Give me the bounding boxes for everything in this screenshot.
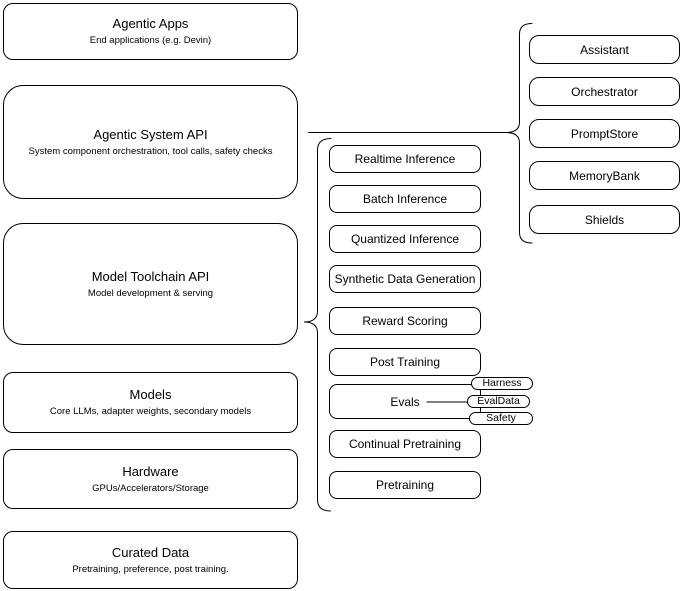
node-orchestrator: Orchestrator <box>529 77 680 106</box>
node-title: Model Toolchain API <box>91 268 210 284</box>
node-curated-data: Curated Data Pretraining, preference, po… <box>3 531 298 589</box>
node-title: Agentic Apps <box>112 16 189 31</box>
node-batch-inference: Batch Inference <box>329 185 481 213</box>
node-subtitle: Core LLMs, adapter weights, secondary mo… <box>49 406 252 417</box>
node-promptstore: PromptStore <box>529 119 680 148</box>
node-title: Agentic System API <box>93 126 208 142</box>
node-title: Models <box>129 387 172 402</box>
node-title: Hardware <box>122 463 179 479</box>
node-continual-pretraining: Continual Pretraining <box>329 430 481 458</box>
node-pretraining: Pretraining <box>329 471 481 499</box>
node-subtitle: Model development & serving <box>87 287 214 299</box>
node-subtitle: GPUs/Accelerators/Storage <box>92 482 209 494</box>
node-shields: Shields <box>529 205 680 234</box>
node-subtitle: System component orchestration, tool cal… <box>28 145 273 157</box>
node-subtitle: End applications (e.g. Devin) <box>89 35 212 46</box>
node-quantized-inference: Quantized Inference <box>329 225 481 253</box>
pill-harness: Harness <box>471 377 533 390</box>
pill-evaldata: EvalData <box>467 395 530 408</box>
node-memorybank: MemoryBank <box>529 161 680 190</box>
node-subtitle: Pretraining, preference, post training. <box>72 563 229 575</box>
pill-safety: Safety <box>469 412 533 425</box>
node-evals: Evals <box>329 384 481 419</box>
node-agentic-system-api: Agentic System API System component orch… <box>3 85 298 199</box>
node-post-training: Post Training <box>329 348 481 376</box>
node-hardware: Hardware GPUs/Accelerators/Storage <box>3 449 298 509</box>
node-model-toolchain-api: Model Toolchain API Model development & … <box>3 223 298 345</box>
node-synthetic-data-generation: Synthetic Data Generation <box>329 265 481 293</box>
node-assistant: Assistant <box>529 35 680 64</box>
node-reward-scoring: Reward Scoring <box>329 307 481 335</box>
node-models: Models Core LLMs, adapter weights, secon… <box>3 372 298 433</box>
node-agentic-apps: Agentic Apps End applications (e.g. Devi… <box>3 3 298 60</box>
brace-toolchain-services <box>303 138 332 512</box>
node-realtime-inference: Realtime Inference <box>329 145 481 173</box>
node-title: Curated Data <box>111 544 190 560</box>
